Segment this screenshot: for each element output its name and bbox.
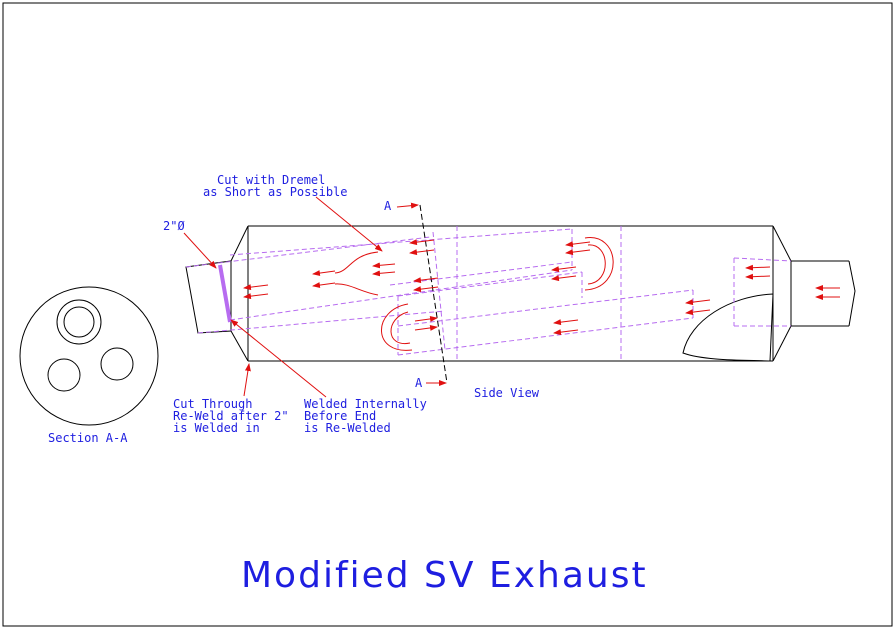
section-top-pipe-inner [63,306,95,338]
section-top-pipe-outer [56,299,102,345]
section-right-pipe [100,347,134,381]
dremel-note: Cut with Dremel as Short as Possible [203,173,348,199]
internal-tubes-hidden [185,226,792,361]
side-view-label: Side View [474,386,540,400]
cut-through-line-1: Cut Through [173,397,252,411]
diameter-label: 2"Ø [163,219,185,233]
welded-internally-line-3: is Re-Welded [304,421,391,435]
cut-through-line-2: Re-Weld after 2" [173,409,289,423]
section-marker-bottom: A [415,376,423,390]
section-marker-top: A [384,199,392,213]
leader-lines [183,196,383,398]
muffler-side-view [185,225,856,362]
dremel-note-line-1: Cut with Dremel [217,173,325,187]
cut-through-note: Cut Through Re-Weld after 2" is Welded i… [173,397,296,435]
section-label: Section A-A [48,431,128,445]
section-outer-shell [19,286,159,426]
drawing-title: Modified SV Exhaust [241,555,648,596]
section-left-pipe [47,358,81,392]
weld-band [218,264,232,323]
flow-arrows [243,237,840,351]
welded-internally-line-1: Welded Internally [304,397,427,411]
section-cut-line [396,202,448,386]
cut-through-line-3: is Welded in [173,421,260,435]
welded-internally-line-2: Before End [304,409,376,423]
welded-internally-note: Welded Internally Before End is Re-Welde… [304,397,434,435]
dremel-note-line-2: as Short as Possible [203,185,348,199]
section-a-a-view [19,286,159,426]
